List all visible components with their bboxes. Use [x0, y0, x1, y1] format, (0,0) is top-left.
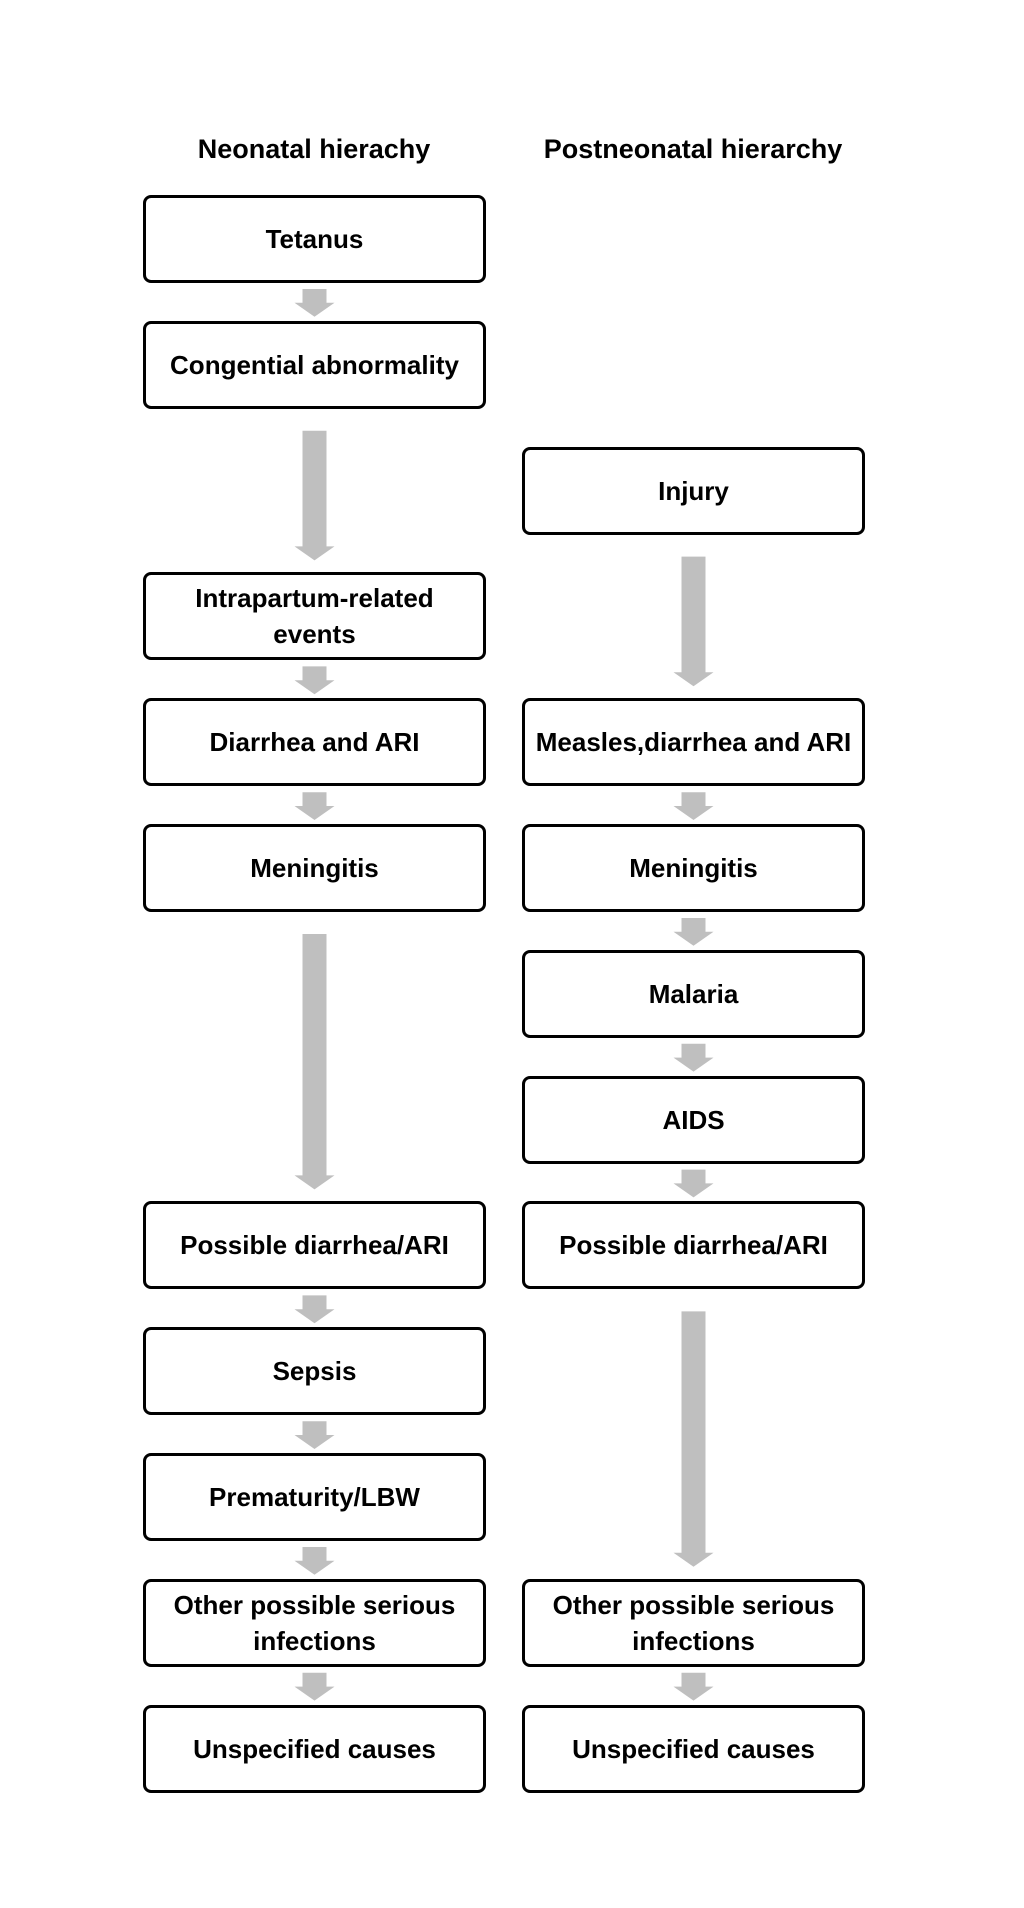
postneonatal-down-arrow [673, 1043, 714, 1072]
neonatal-box: Other possible serious infections [143, 1578, 486, 1667]
postneonatal-box: Unspecified causes [522, 1704, 865, 1793]
postneonatal-box: Meningitis [522, 824, 865, 912]
neonatal-box: Tetanus [143, 195, 486, 283]
postneonatal-down-arrow [673, 1672, 714, 1701]
postneonatal-down-arrow [673, 556, 714, 687]
neonatal-box: Diarrhea and ARI [143, 698, 486, 787]
neonatal-box-label: Sepsis [272, 1356, 357, 1387]
neonatal-box: Possible diarrhea/ARI [143, 1201, 486, 1290]
neonatal-box-label: Unspecified causes [193, 1733, 436, 1764]
postneonatal-box-label: Measles,diarrhea and ARI [535, 727, 852, 758]
neonatal-box: Intrapartum-related events [143, 572, 486, 661]
postneonatal-box-label: Malaria [648, 978, 739, 1009]
neonatal-box-label: Other possible serious infections [173, 1589, 456, 1656]
postneonatal-box-label: Injury [658, 475, 729, 506]
neonatal-down-arrow [294, 1295, 335, 1324]
postneonatal-box-label: Meningitis [629, 853, 758, 883]
neonatal-box-label: Meningitis [250, 853, 379, 883]
neonatal-down-arrow [294, 1672, 335, 1701]
postneonatal-heading: Postneonatal hierarchy [543, 134, 843, 164]
neonatal-box: Congential abnormality [143, 320, 486, 409]
postneonatal-box-label: Possible diarrhea/ARI [559, 1230, 828, 1261]
neonatal-box-label: Prematurity/LBW [209, 1482, 420, 1512]
postneonatal-box: Possible diarrhea/ARI [522, 1201, 865, 1290]
neonatal-down-arrow [294, 430, 335, 561]
neonatal-down-arrow [294, 1421, 335, 1449]
neonatal-down-arrow [294, 792, 335, 820]
neonatal-box: Meningitis [143, 824, 486, 912]
neonatal-down-arrow [294, 666, 335, 695]
neonatal-box-label: Intrapartum-related events [195, 583, 434, 650]
postneonatal-down-arrow [673, 1169, 714, 1198]
postneonatal-down-arrow [673, 1311, 714, 1567]
neonatal-box-label: Possible diarrhea/ARI [180, 1230, 449, 1261]
neonatal-heading: Neonatal hierachy [197, 134, 431, 164]
neonatal-box: Sepsis [143, 1327, 486, 1416]
postneonatal-down-arrow [673, 918, 714, 946]
postneonatal-box: Other possible serious infections [522, 1578, 865, 1667]
neonatal-box: Unspecified causes [143, 1704, 486, 1793]
neonatal-box: Prematurity/LBW [143, 1453, 486, 1541]
postneonatal-down-arrow [673, 792, 714, 820]
postneonatal-box: AIDS [522, 1075, 865, 1164]
neonatal-box-label: Tetanus [265, 224, 364, 254]
postneonatal-box-label: Other possible serious infections [552, 1589, 835, 1656]
postneonatal-box: Measles,diarrhea and ARI [522, 698, 865, 787]
postneonatal-box-label: AIDS [662, 1104, 725, 1135]
postneonatal-box-label: Unspecified causes [572, 1733, 815, 1764]
neonatal-down-arrow [294, 934, 335, 1190]
neonatal-box-label: Diarrhea and ARI [209, 727, 420, 758]
neonatal-down-arrow [294, 1547, 335, 1575]
postneonatal-box: Malaria [522, 949, 865, 1038]
postneonatal-box: Injury [522, 446, 865, 535]
neonatal-box-label: Congential abnormality [170, 349, 459, 380]
neonatal-down-arrow [294, 289, 335, 317]
